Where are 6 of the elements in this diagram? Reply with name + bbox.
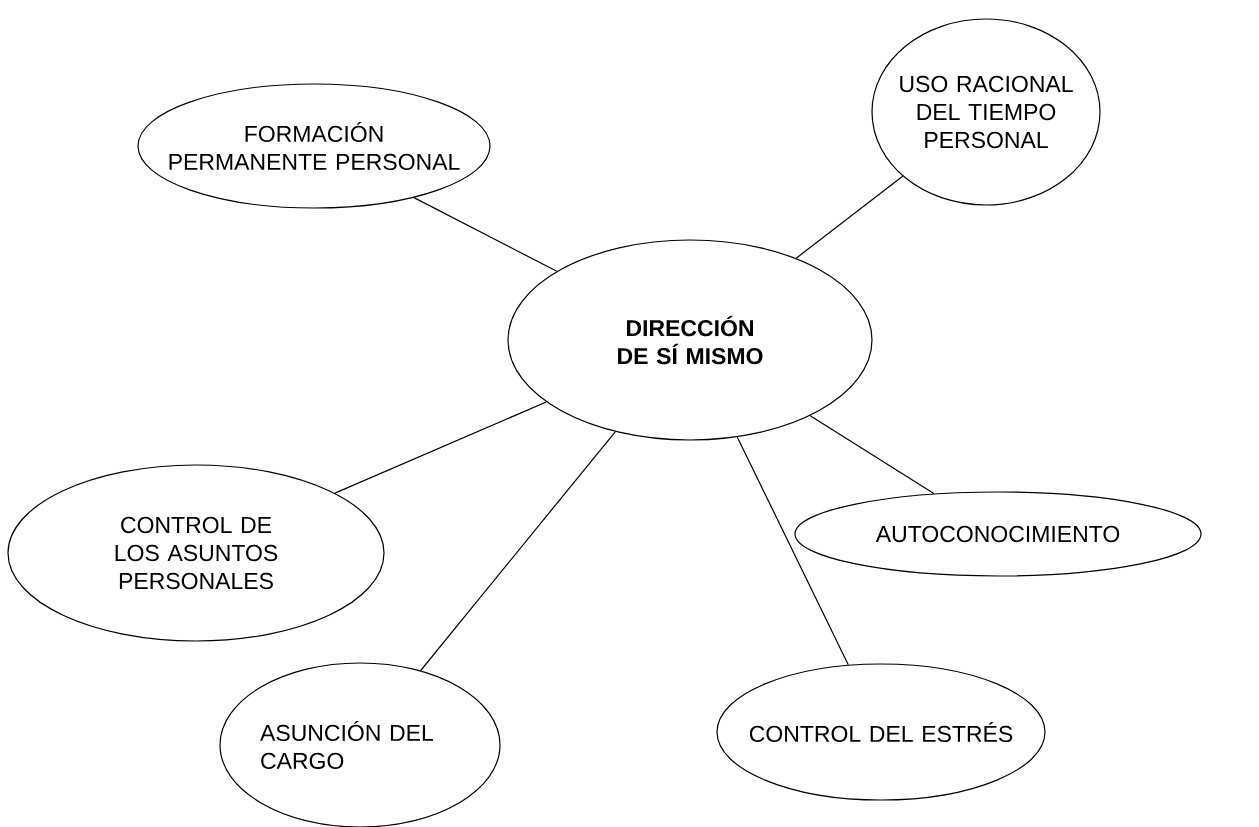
- connector-line: [795, 175, 904, 259]
- connector-line: [334, 401, 547, 494]
- connector-line: [413, 197, 558, 272]
- connector-line: [809, 415, 935, 495]
- connector-line: [420, 431, 616, 672]
- connector-line: [736, 436, 849, 666]
